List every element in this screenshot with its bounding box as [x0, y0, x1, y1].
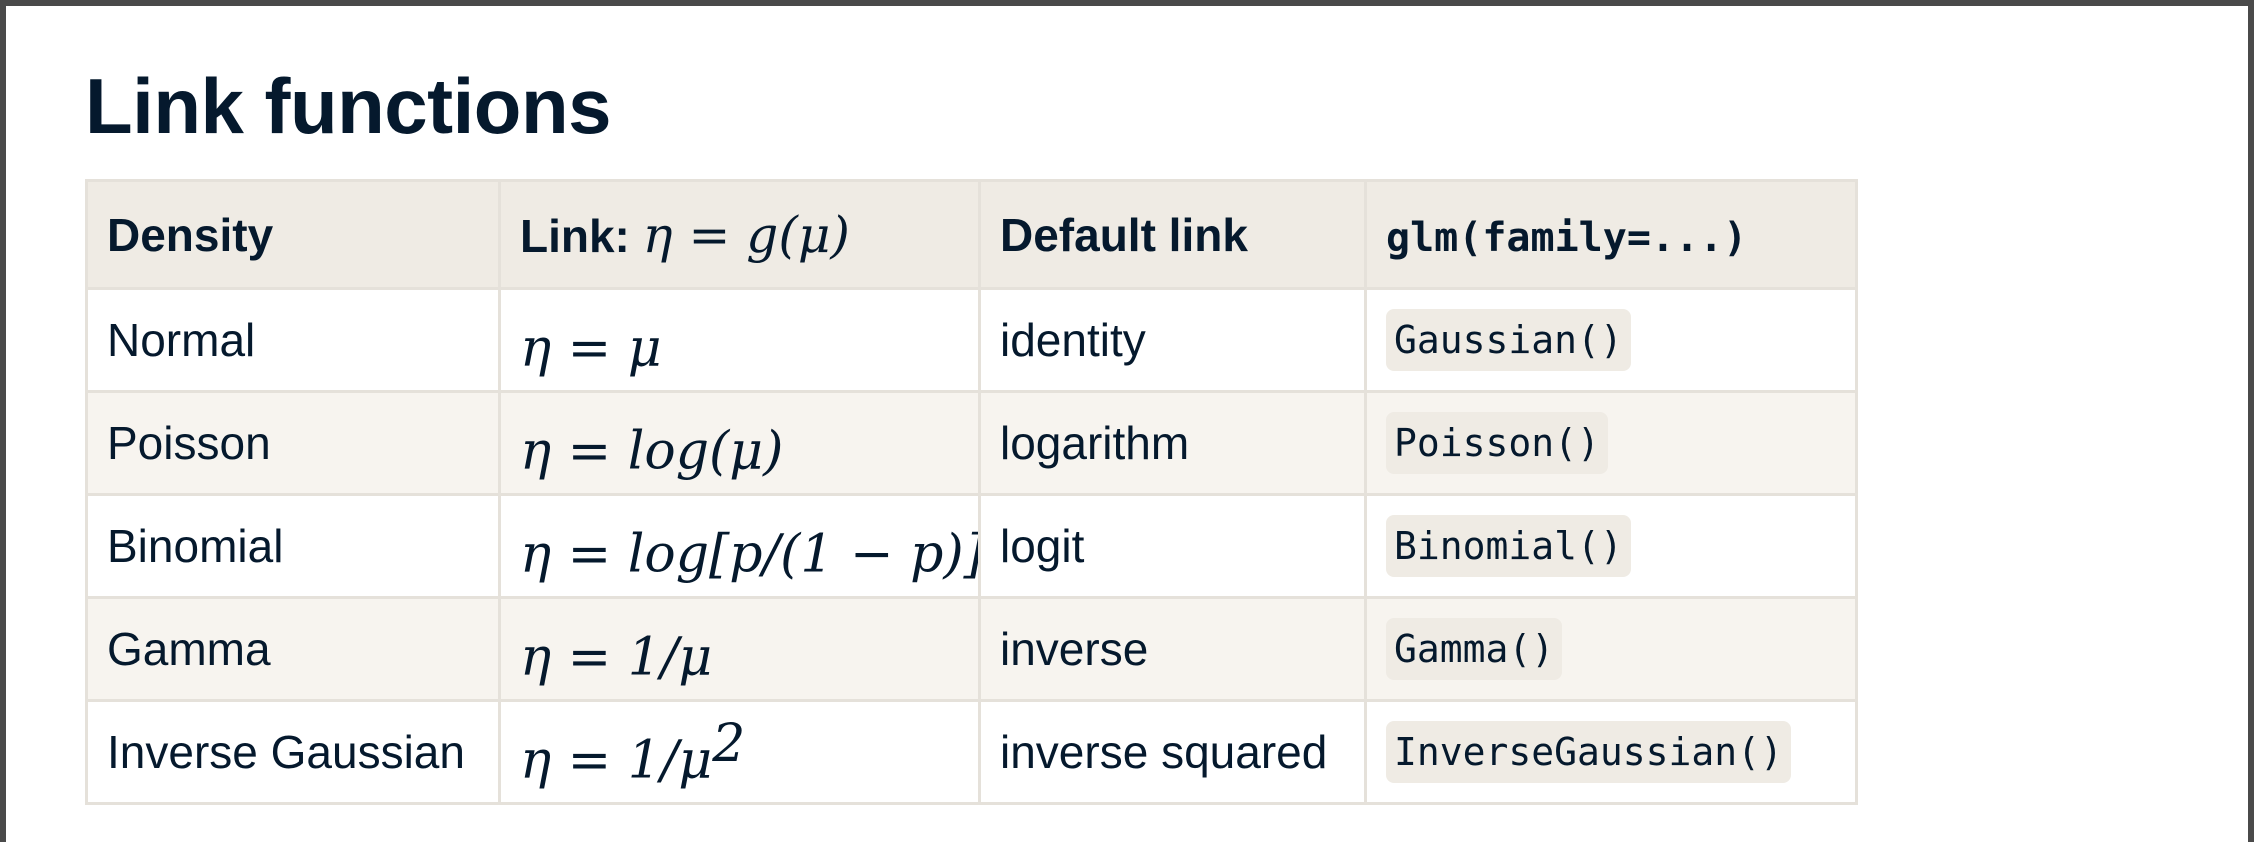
link-functions-table: Density Link: η = g(μ) Default link glm(… [85, 179, 1858, 805]
default-link-cell: logarithm [978, 390, 1367, 496]
density-cell: Gamma [85, 596, 501, 702]
density-cell: Inverse Gaussian [85, 699, 501, 805]
table-row: Poisson η = log(μ) logarithm Poisson() [85, 390, 1858, 496]
link-formula: η = 1/μ [520, 627, 713, 688]
link-formula: η = 1/μ [520, 730, 713, 791]
family-cell: Binomial() [1364, 493, 1858, 599]
default-link-cell: identity [978, 287, 1367, 393]
family-code: Gamma() [1386, 618, 1563, 680]
header-default-link: Default link [978, 179, 1367, 290]
table-row: Inverse Gaussian η = 1/μ2 inverse square… [85, 699, 1858, 805]
link-formula-exponent: 2 [712, 713, 746, 774]
header-glm-family: glm(family=...) [1364, 179, 1858, 290]
default-link-cell: inverse squared [978, 699, 1367, 805]
table-header-row: Density Link: η = g(μ) Default link glm(… [85, 179, 1858, 290]
header-link: Link: η = g(μ) [498, 179, 981, 290]
page-title: Link functions [85, 62, 611, 150]
density-cell: Binomial [85, 493, 501, 599]
header-link-formula: η = g(μ) [642, 205, 850, 264]
link-cell: η = 1/μ [498, 596, 981, 702]
default-link-cell: logit [978, 493, 1367, 599]
family-cell: Poisson() [1364, 390, 1858, 496]
family-cell: InverseGaussian() [1364, 699, 1858, 805]
header-density: Density [85, 179, 501, 290]
link-formula: η = μ [520, 318, 662, 379]
family-cell: Gamma() [1364, 596, 1858, 702]
table-row: Normal η = μ identity Gaussian() [85, 287, 1858, 393]
link-cell: η = log[p/(1 − p)] [498, 493, 981, 599]
density-cell: Poisson [85, 390, 501, 496]
link-cell: η = 1/μ2 [498, 699, 981, 805]
family-cell: Gaussian() [1364, 287, 1858, 393]
density-cell: Normal [85, 287, 501, 393]
header-glm-code: glm(family=...) [1386, 214, 1748, 261]
link-cell: η = log(μ) [498, 390, 981, 496]
link-formula: η = log[p/(1 − p)] [520, 524, 980, 585]
family-code: Binomial() [1386, 515, 1631, 577]
family-code: InverseGaussian() [1386, 721, 1791, 783]
link-cell: η = μ [498, 287, 981, 393]
table-row: Binomial η = log[p/(1 − p)] logit Binomi… [85, 493, 1858, 599]
default-link-cell: inverse [978, 596, 1367, 702]
header-link-prefix: Link: [520, 209, 643, 262]
family-code: Gaussian() [1386, 309, 1631, 371]
link-formula: η = log(μ) [520, 421, 784, 482]
family-code: Poisson() [1386, 412, 1608, 474]
table-row: Gamma η = 1/μ inverse Gamma() [85, 596, 1858, 702]
